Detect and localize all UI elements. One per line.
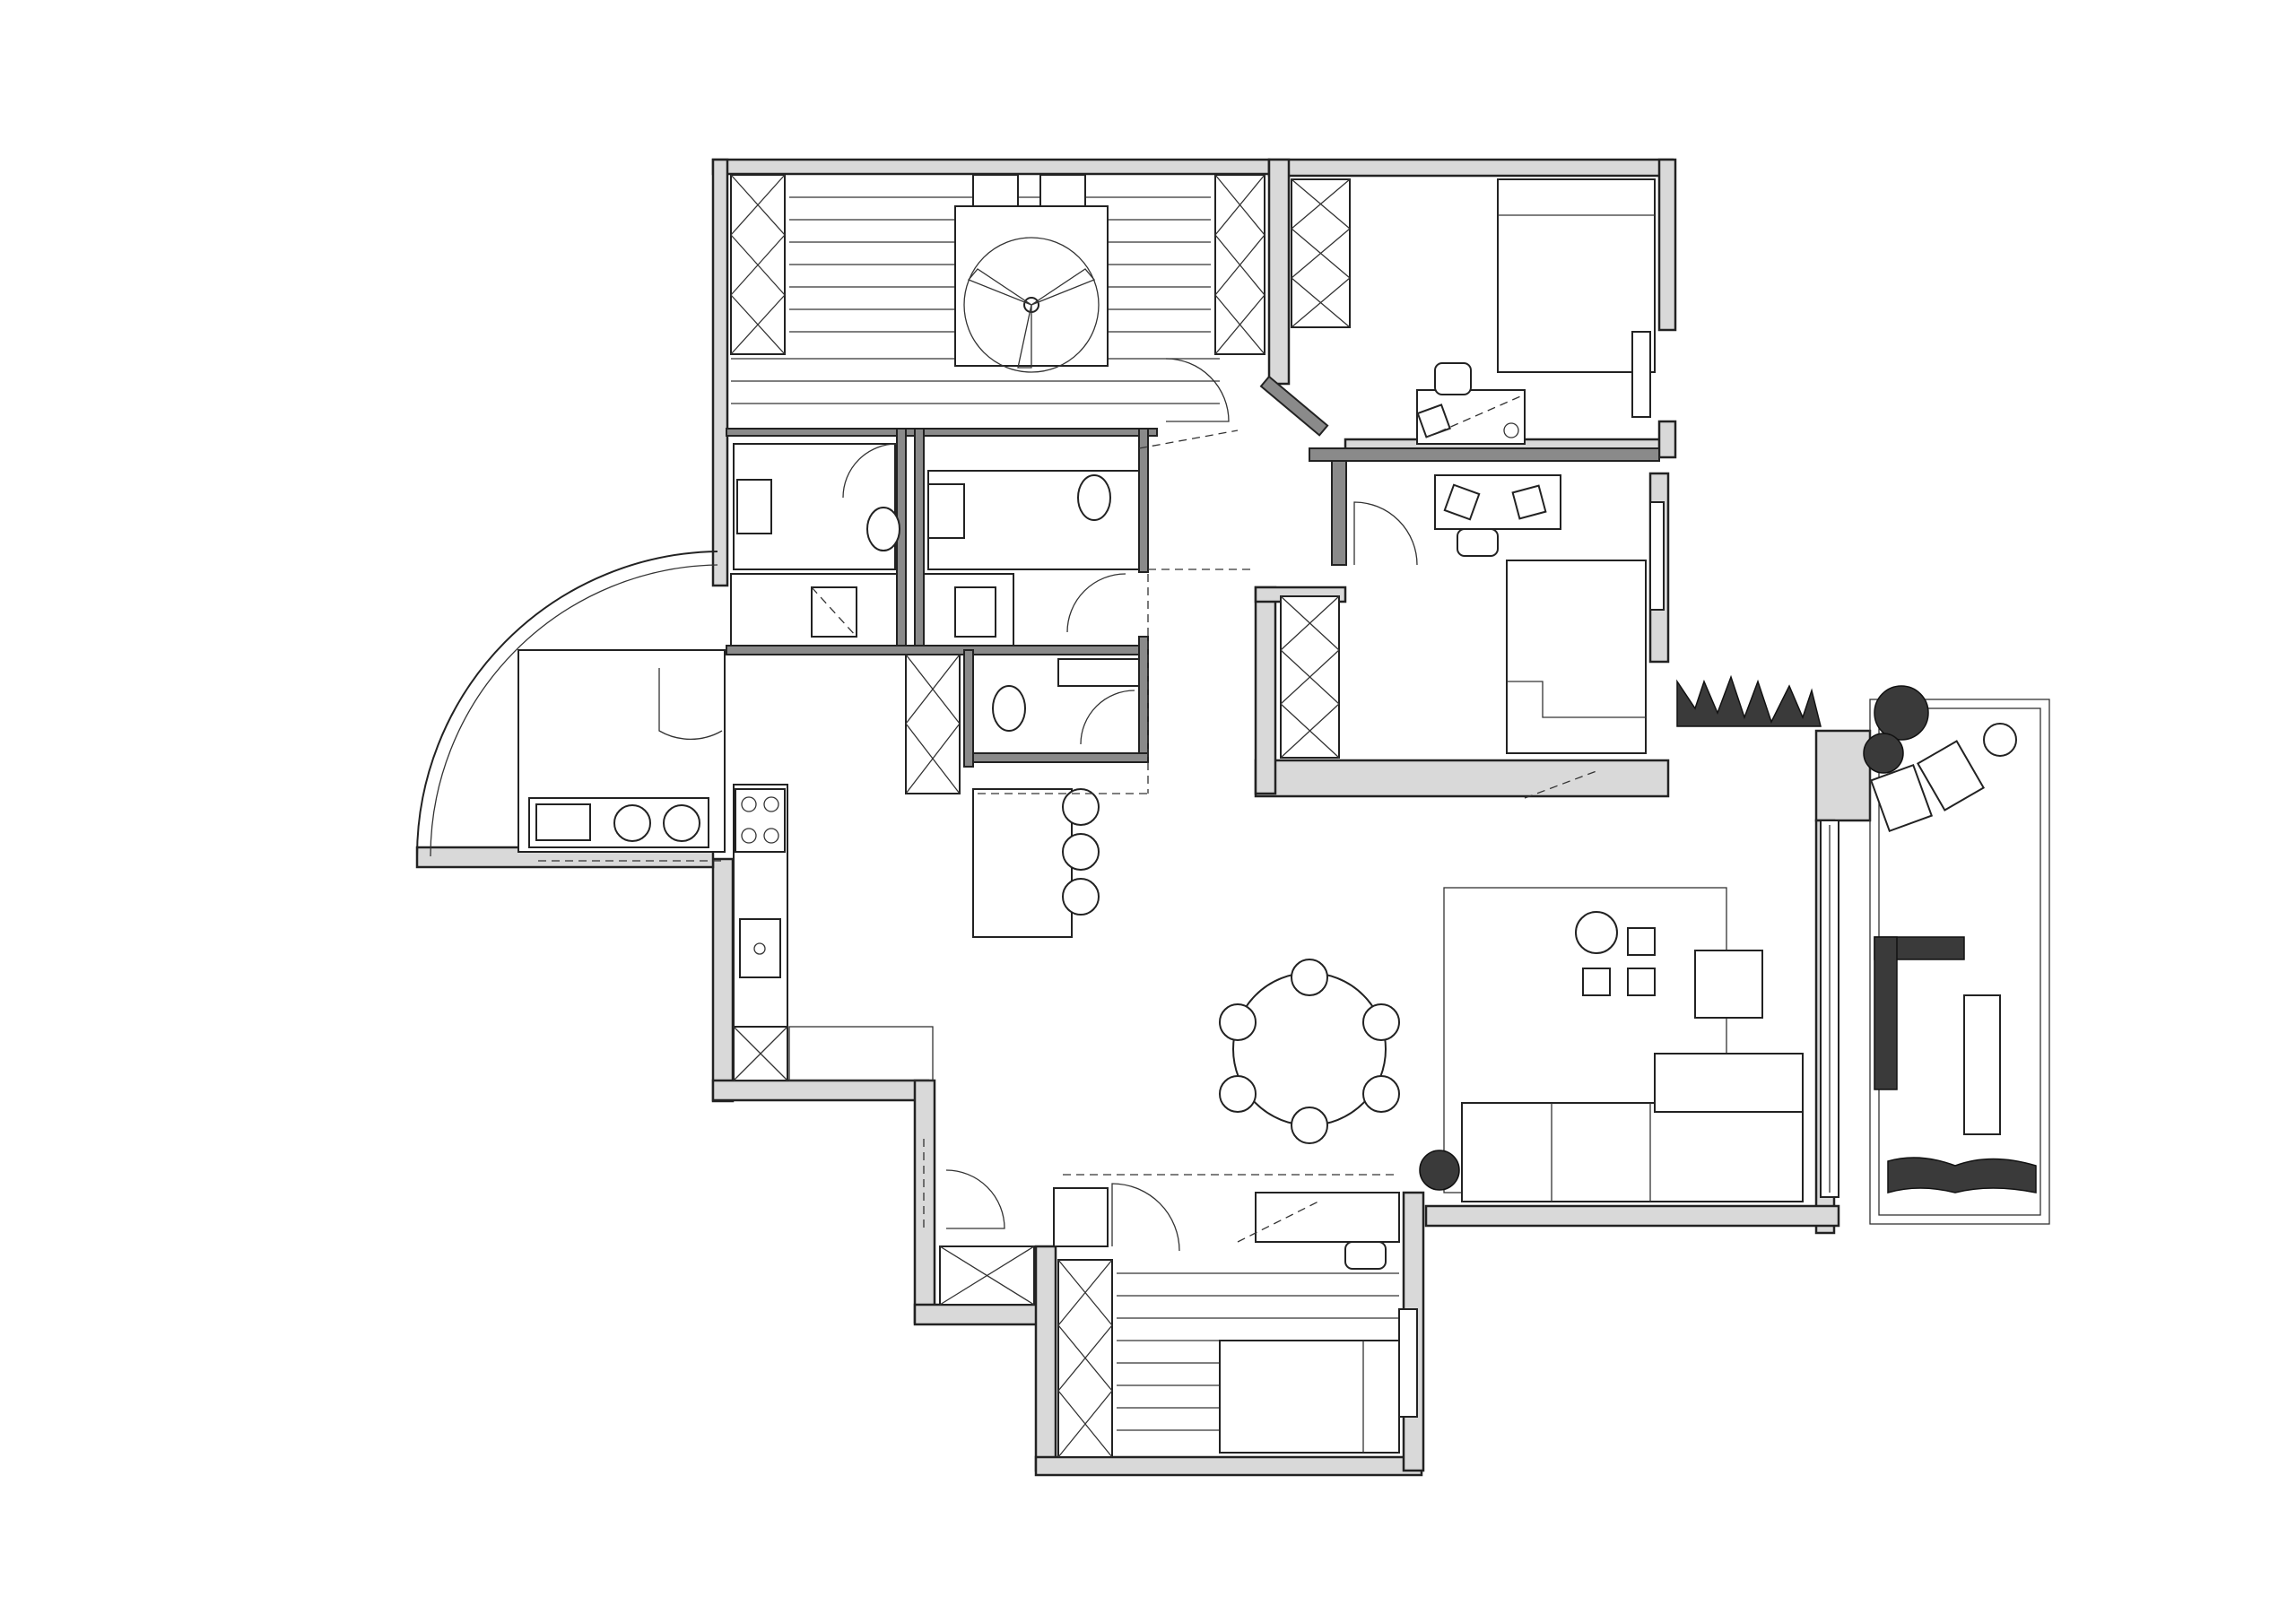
armchair-icon: [1694, 950, 1763, 1019]
bathroom-1: [730, 443, 900, 647]
double-bed-icon: [1497, 178, 1656, 373]
interior-walls: [726, 375, 1660, 768]
plant-icon: [1863, 733, 1904, 774]
toilet-icon: [866, 507, 900, 551]
laundry: [528, 668, 723, 848]
plant-icon: [1874, 685, 1929, 741]
guest-wc: [905, 654, 1140, 794]
washing-machine-icon: [613, 804, 651, 842]
ceiling-fan-icon: [963, 237, 1100, 373]
plant-icon: [1676, 674, 1822, 727]
bathroom-2: [923, 470, 1140, 647]
potted-plant-icon: [1419, 1150, 1460, 1191]
bedroom-4: [939, 1169, 1418, 1458]
single-bed-icon: [1219, 1340, 1400, 1454]
round-side-table-icon: [1575, 911, 1618, 954]
sofa-icon: [1461, 1102, 1804, 1202]
washing-machine-icon: [663, 804, 700, 842]
door-swing-icon: [1165, 358, 1230, 422]
plant-icon: [1887, 1157, 2037, 1193]
living-room: [1419, 820, 1839, 1202]
ceiling-lines: [538, 430, 1399, 1228]
kitchen-island: [972, 788, 1073, 938]
toilet-icon: [1077, 474, 1111, 521]
kitchen: [733, 784, 1100, 1081]
dining: [1219, 959, 1400, 1144]
toilet-icon: [992, 685, 1026, 732]
balcony-curve: [416, 551, 718, 857]
bedroom-3: [1280, 474, 1665, 799]
master-bedroom: [730, 174, 1265, 422]
double-bed-icon: [1506, 560, 1647, 754]
terrace: [1676, 674, 2050, 1225]
bedroom-2: [1291, 178, 1656, 445]
desk-icon: [1255, 1192, 1400, 1243]
cooktop-icon: [735, 788, 786, 853]
